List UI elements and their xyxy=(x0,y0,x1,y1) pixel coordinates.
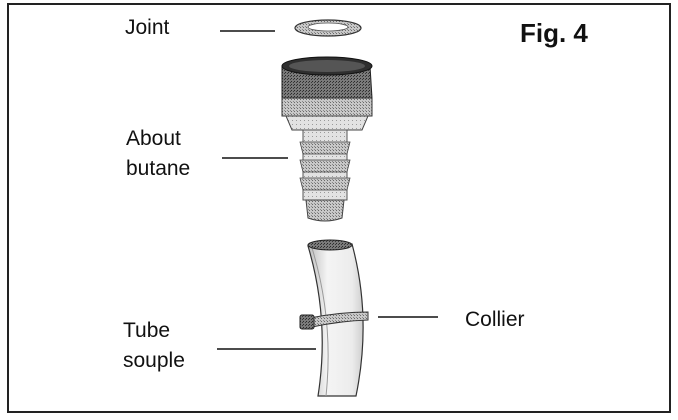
label-about-line1: About xyxy=(126,127,181,150)
label-joint: Joint xyxy=(125,16,170,39)
label-tube-line1: Tube xyxy=(123,319,171,342)
label-about-line2: butane xyxy=(126,157,191,180)
figure-title: Fig. 4 xyxy=(520,18,588,48)
figure-border xyxy=(7,3,671,413)
joint-washer xyxy=(294,19,362,37)
label-collier: Collier xyxy=(465,308,525,331)
hose-clamp xyxy=(299,311,369,330)
butane-adapter xyxy=(281,56,373,222)
label-tube-line2: souple xyxy=(123,349,185,372)
